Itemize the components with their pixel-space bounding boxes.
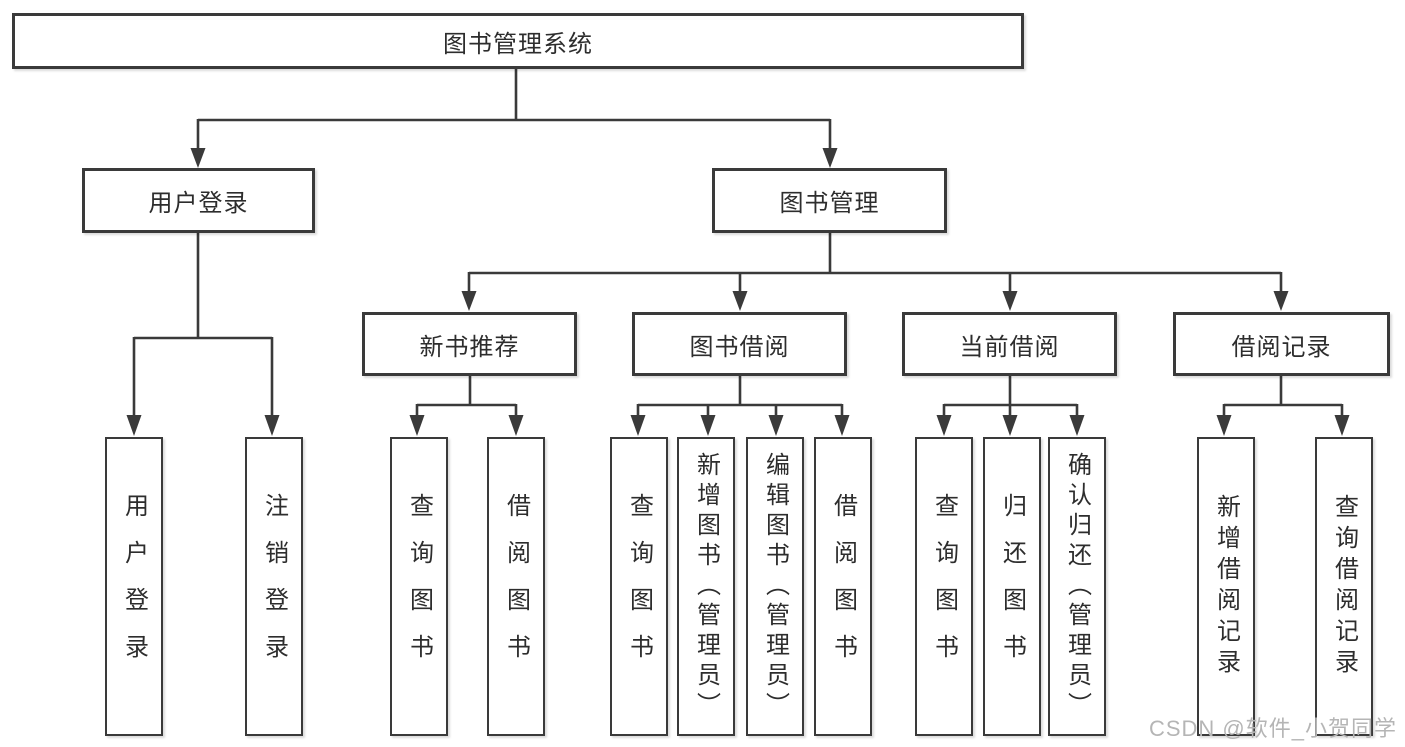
node-book-management: 图书管理 xyxy=(712,168,947,233)
csdn-watermark: CSDN @软件_小贺同学 xyxy=(1148,716,1397,741)
leaf-current-return-books: 归还图书 xyxy=(983,437,1041,736)
node-borrow-records: 借阅记录 xyxy=(1173,312,1390,376)
leaf-borrow-add-books-admin: 新增图书（管理员） xyxy=(677,437,735,736)
leaf-newbook-query-books: 查询图书 xyxy=(390,437,448,736)
leaf-borrow-edit-books-admin: 编辑图书（管理员） xyxy=(746,437,804,736)
node-root-system: 图书管理系统 xyxy=(12,13,1024,69)
node-current-borrow: 当前借阅 xyxy=(902,312,1117,376)
leaf-borrow-query-books: 查询图书 xyxy=(610,437,668,736)
node-book-borrow: 图书借阅 xyxy=(632,312,847,376)
leaf-records-add-record: 新增借阅记录 xyxy=(1197,437,1255,736)
leaf-borrow-borrow-books: 借阅图书 xyxy=(814,437,872,736)
leaf-user-login: 用户登录 xyxy=(105,437,163,736)
leaf-records-query-record: 查询借阅记录 xyxy=(1315,437,1373,736)
leaf-logout: 注销登录 xyxy=(245,437,303,736)
leaf-newbook-borrow-books: 借阅图书 xyxy=(487,437,545,736)
node-new-book-recommend: 新书推荐 xyxy=(362,312,577,376)
leaf-current-query-books: 查询图书 xyxy=(915,437,973,736)
leaf-current-confirm-return-admin: 确认归还（管理员） xyxy=(1048,437,1106,736)
node-user-login: 用户登录 xyxy=(82,168,315,233)
